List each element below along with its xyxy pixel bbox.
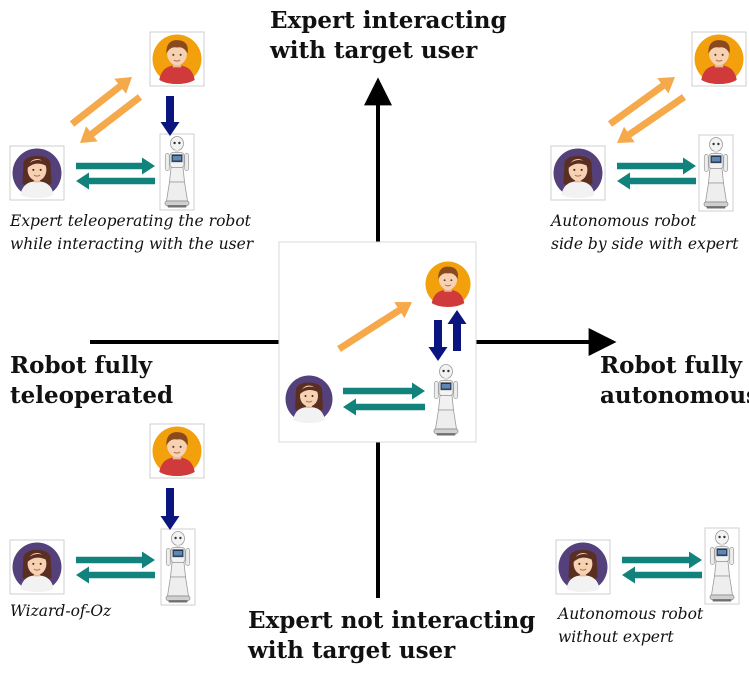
center-scene (285, 261, 471, 436)
caption-bottom-right-line-2: without expert (558, 628, 674, 646)
teleop-arrow-down (160, 488, 180, 530)
axis-label-top: Expert interacting with target user (270, 6, 507, 66)
robot-interaction-arrow-left (617, 172, 696, 190)
axis-label-left-line-1: Robot fully (10, 352, 152, 379)
robot-interaction-arrow-right (343, 382, 425, 400)
robot-interaction-arrow-right (76, 551, 155, 569)
caption-top-right-line-2: side by side with expert (551, 235, 739, 253)
caption-top-right-line-1: Autonomous robot (551, 212, 697, 230)
caption-top-left-line-1: Expert teleoperating the robot (10, 212, 251, 230)
caption-top-left: Expert teleoperating the robot while int… (10, 210, 253, 256)
panel-top-left (9, 31, 205, 211)
caption-bottom-left-line-1: Wizard-of-Oz (10, 602, 112, 620)
axis-label-bottom-line-1: Expert not interacting (248, 607, 536, 634)
axis-label-top-line-2: with target user (270, 37, 478, 64)
robot-interaction-arrow-right (622, 551, 702, 569)
caption-bottom-left: Wizard-of-Oz (10, 600, 111, 623)
axis-label-left-line-2: teleoperated (10, 382, 174, 409)
axis-label-right-line-2: autonomous (600, 382, 749, 409)
axis-label-bottom-line-2: with target user (248, 637, 456, 664)
robot-interaction-arrow-right (76, 157, 155, 175)
expert-user-arrow-up (69, 77, 132, 127)
teleop-arrow-down (428, 320, 448, 361)
axis-label-bottom: Expert not interacting with target user (248, 606, 535, 666)
caption-bottom-right: Autonomous robot without expert (558, 603, 703, 649)
robot-interaction-arrow-left (343, 398, 425, 416)
teleop-arrow-down (160, 96, 180, 136)
caption-top-left-line-2: while interacting with the user (10, 235, 254, 253)
panel-bottom-right (555, 527, 740, 605)
panel-top-right (550, 31, 747, 212)
robot-interaction-arrow-left (622, 566, 702, 584)
axis-label-top-line-1: Expert interacting (270, 7, 507, 34)
expert-user-arrow-down (617, 94, 686, 143)
axis-label-right: Robot fully autonomous (600, 351, 749, 411)
expert-user-arrow-down (80, 94, 143, 143)
robot-interaction-arrow-left (76, 172, 155, 190)
teleop-arrow-up (447, 310, 467, 351)
axis-label-right-line-1: Robot fully (600, 352, 742, 379)
robot-interaction-arrow-right (617, 157, 696, 175)
caption-bottom-right-line-1: Autonomous robot (558, 605, 704, 623)
axis-label-left: Robot fully teleoperated (10, 351, 173, 411)
caption-top-right: Autonomous robot side by side with exper… (551, 210, 738, 256)
panel-bottom-left (9, 423, 205, 606)
expert-user-arrow (337, 302, 412, 352)
expert-user-arrow-up (607, 77, 675, 127)
robot-interaction-arrow-left (76, 566, 155, 584)
axes (90, 77, 617, 598)
